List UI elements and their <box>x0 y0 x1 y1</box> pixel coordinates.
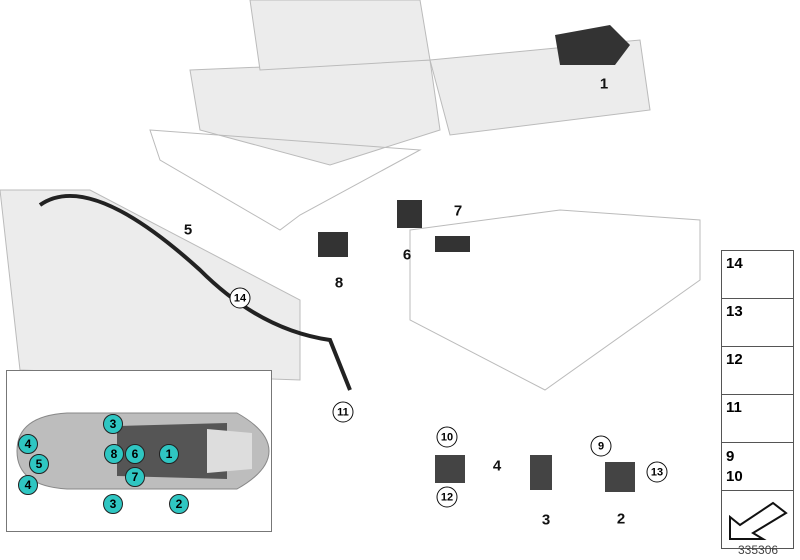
inset-marker: 6 <box>125 444 145 464</box>
panel-label: 12 <box>726 351 743 368</box>
seat-back <box>249 0 431 71</box>
dashboard-frame <box>0 189 301 381</box>
part-8 <box>318 232 348 257</box>
callout-7: 7 <box>453 202 463 220</box>
inset-marker: 2 <box>169 494 189 514</box>
callout-11: 11 <box>332 401 354 423</box>
inset-marker: 7 <box>125 467 145 487</box>
part-3 <box>530 455 552 490</box>
inset-marker: 4 <box>18 434 38 454</box>
callout-12: 12 <box>436 486 458 508</box>
callout-3: 3 <box>541 511 551 529</box>
document-number: 335306 <box>738 543 779 557</box>
cable-5 <box>38 193 352 391</box>
callout-5: 5 <box>183 221 193 239</box>
inset-marker: 4 <box>18 475 38 495</box>
panel-row-14: 14 <box>722 251 793 299</box>
callout-6: 6 <box>402 246 412 264</box>
inset-marker: 3 <box>103 414 123 434</box>
callout-13: 13 <box>646 461 668 483</box>
part-2 <box>605 462 635 492</box>
panel-row-9-10: 9 10 <box>722 443 793 491</box>
vehicle-location-inset: 3 4 5 4 8 6 1 7 3 2 <box>6 370 272 532</box>
seat-cushion <box>189 59 441 166</box>
inset-marker: 1 <box>159 444 179 464</box>
callout-2: 2 <box>616 510 626 528</box>
seat-frame <box>409 209 701 391</box>
inset-marker: 8 <box>104 444 124 464</box>
seat-rail <box>149 129 422 231</box>
part-6 <box>397 200 422 228</box>
module-1 <box>555 25 630 65</box>
panel-label: 11 <box>726 399 742 416</box>
panel-row-13: 13 <box>722 299 793 347</box>
callout-10: 10 <box>436 426 458 448</box>
panel-label: 9 10 <box>726 448 743 485</box>
callout-4: 4 <box>492 457 502 475</box>
part-7 <box>435 236 470 252</box>
callout-1: 1 <box>599 75 609 93</box>
panel-label: 14 <box>726 255 743 272</box>
callout-14: 14 <box>229 287 251 309</box>
direction-arrow-icon <box>729 501 788 540</box>
part-4 <box>435 455 465 483</box>
panel-label: 13 <box>726 303 743 320</box>
small-parts-panel: 14 13 12 11 9 10 <box>721 250 794 549</box>
panel-row-11: 11 <box>722 395 793 443</box>
inset-marker: 3 <box>103 494 123 514</box>
panel-row-12: 12 <box>722 347 793 395</box>
callout-9: 9 <box>590 435 612 457</box>
inset-marker: 5 <box>29 454 49 474</box>
callout-8: 8 <box>334 274 344 292</box>
